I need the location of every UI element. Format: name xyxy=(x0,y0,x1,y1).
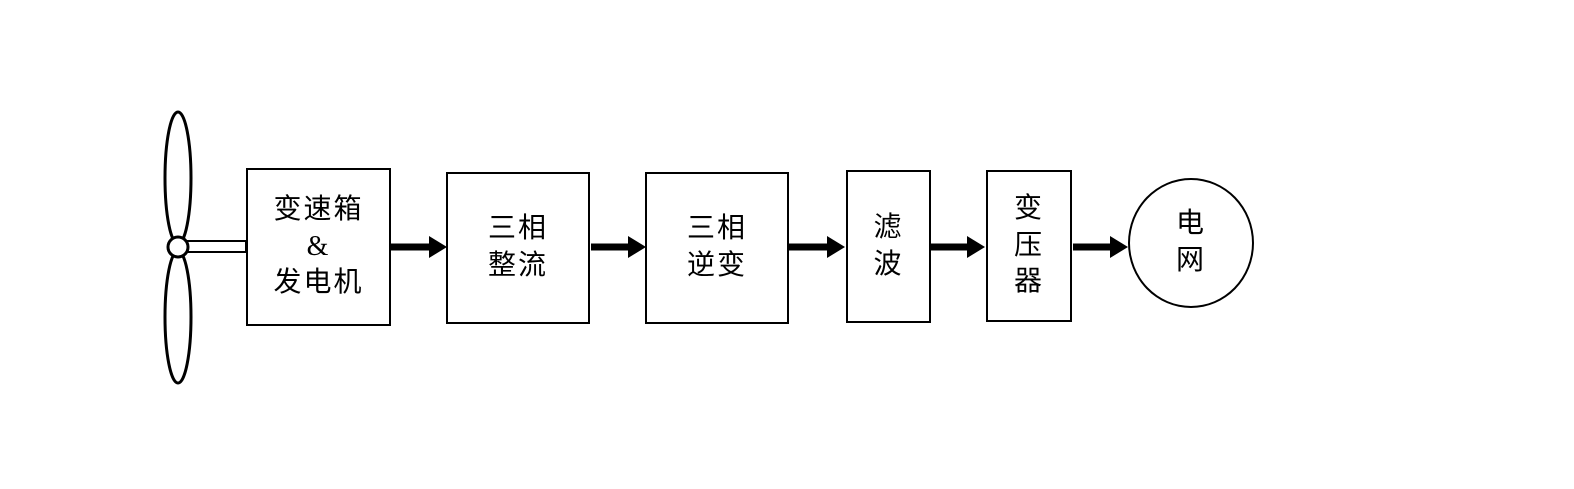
node-label-line: & xyxy=(306,230,331,262)
node-label-line: 整流 xyxy=(487,250,548,281)
node-three-phase-inverter: 三相 逆变 xyxy=(645,172,789,324)
flow-arrow-2 xyxy=(591,236,646,258)
node-label-line: 电 xyxy=(1175,208,1206,240)
node-label-line: 三相 xyxy=(487,213,548,245)
turbine-shaft xyxy=(185,240,247,253)
node-label-line: 三相 xyxy=(686,213,747,245)
node-three-phase-rectifier: 三相 整流 xyxy=(446,172,590,324)
node-filter: 滤 波 xyxy=(846,170,931,323)
node-label-line: 滤 xyxy=(873,211,904,243)
node-transformer: 变 压 器 xyxy=(986,170,1072,322)
turbine-hub xyxy=(166,235,190,259)
node-label-line: 变速箱 xyxy=(273,193,364,225)
node-label-line: 器 xyxy=(1013,266,1044,298)
node-label-line: 波 xyxy=(873,248,904,280)
node-label-line: 变 xyxy=(1013,192,1044,224)
flow-arrow-4 xyxy=(931,236,985,258)
flow-arrow-1 xyxy=(391,236,447,258)
node-label-line: 网 xyxy=(1175,245,1206,276)
node-label-line: 发电机 xyxy=(273,267,364,299)
turbine-blade-bottom xyxy=(163,249,193,385)
turbine-blade-top xyxy=(163,110,193,246)
node-gearbox-generator: 变速箱 & 发电机 xyxy=(246,168,391,326)
node-power-grid: 电 网 xyxy=(1128,178,1254,308)
flow-arrow-5 xyxy=(1073,236,1128,258)
node-label-line: 逆变 xyxy=(686,250,747,281)
node-label-line: 压 xyxy=(1013,229,1044,261)
flow-arrow-3 xyxy=(789,236,845,258)
wind-turbine-icon xyxy=(163,110,247,385)
